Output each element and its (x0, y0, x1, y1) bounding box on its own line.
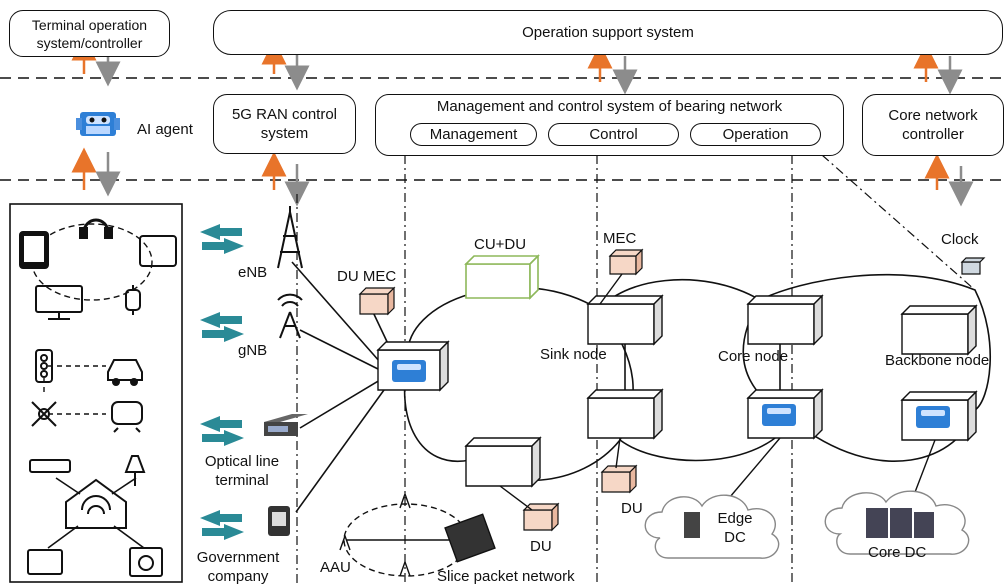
mec-du-boxes (358, 248, 644, 532)
sink-node-label: Sink node (540, 346, 607, 363)
core-dc-servers (866, 508, 934, 538)
ai-agent-chip (76, 112, 120, 136)
gov-label: Government company (196, 549, 280, 585)
edge-dc-label: Edge DC (717, 510, 753, 546)
core-node-label: Core node (718, 348, 789, 365)
ran-control-box: 5G RAN control system (213, 94, 356, 154)
terminal-devices (19, 218, 177, 577)
ai-chips-on-nodes (392, 360, 950, 428)
du-label-2: DU (621, 500, 643, 517)
olt-device-icon (264, 414, 308, 436)
clock-label: Clock (941, 231, 979, 248)
edge-dc-cloud (644, 494, 780, 559)
core-dc-label: Core DC (868, 544, 927, 561)
enb-label: eNB (238, 264, 268, 281)
enb-tower-icon (277, 206, 303, 269)
mec-label: MEC (603, 230, 637, 247)
gnb-label: gNB (238, 342, 268, 359)
node-boxes (376, 294, 978, 488)
cu-du-box (464, 254, 540, 300)
backbone-node-label: Backbone node (885, 352, 990, 369)
gnb-tower-icon (277, 293, 303, 339)
clock-device-icon (960, 257, 986, 275)
bearing-control-title: Management and control system of bearing… (436, 98, 783, 115)
core-controller-box: Core network controller (862, 94, 1004, 156)
wireless-link-icons (200, 224, 244, 540)
pill-control: Control (548, 123, 679, 146)
terminal-controller-box: Terminal operation system/controller (9, 10, 170, 57)
du-mec-label: DU MEC (337, 268, 397, 285)
pill-operation: Operation (690, 123, 821, 146)
oss-box: Operation support system (213, 10, 1003, 55)
ai-agent-label: AI agent (137, 121, 193, 138)
slice-label: Slice packet network (437, 568, 575, 585)
olt-label: Optical line terminal (204, 453, 280, 489)
control-arrows (71, 35, 974, 207)
slice-network (339, 491, 496, 577)
cu-du-label: CU+DU (474, 236, 527, 253)
aau-label: AAU (320, 559, 351, 576)
pill-management: Management (410, 123, 537, 146)
du-label-1: DU (530, 538, 552, 555)
gov-terminal-icon (268, 506, 290, 536)
